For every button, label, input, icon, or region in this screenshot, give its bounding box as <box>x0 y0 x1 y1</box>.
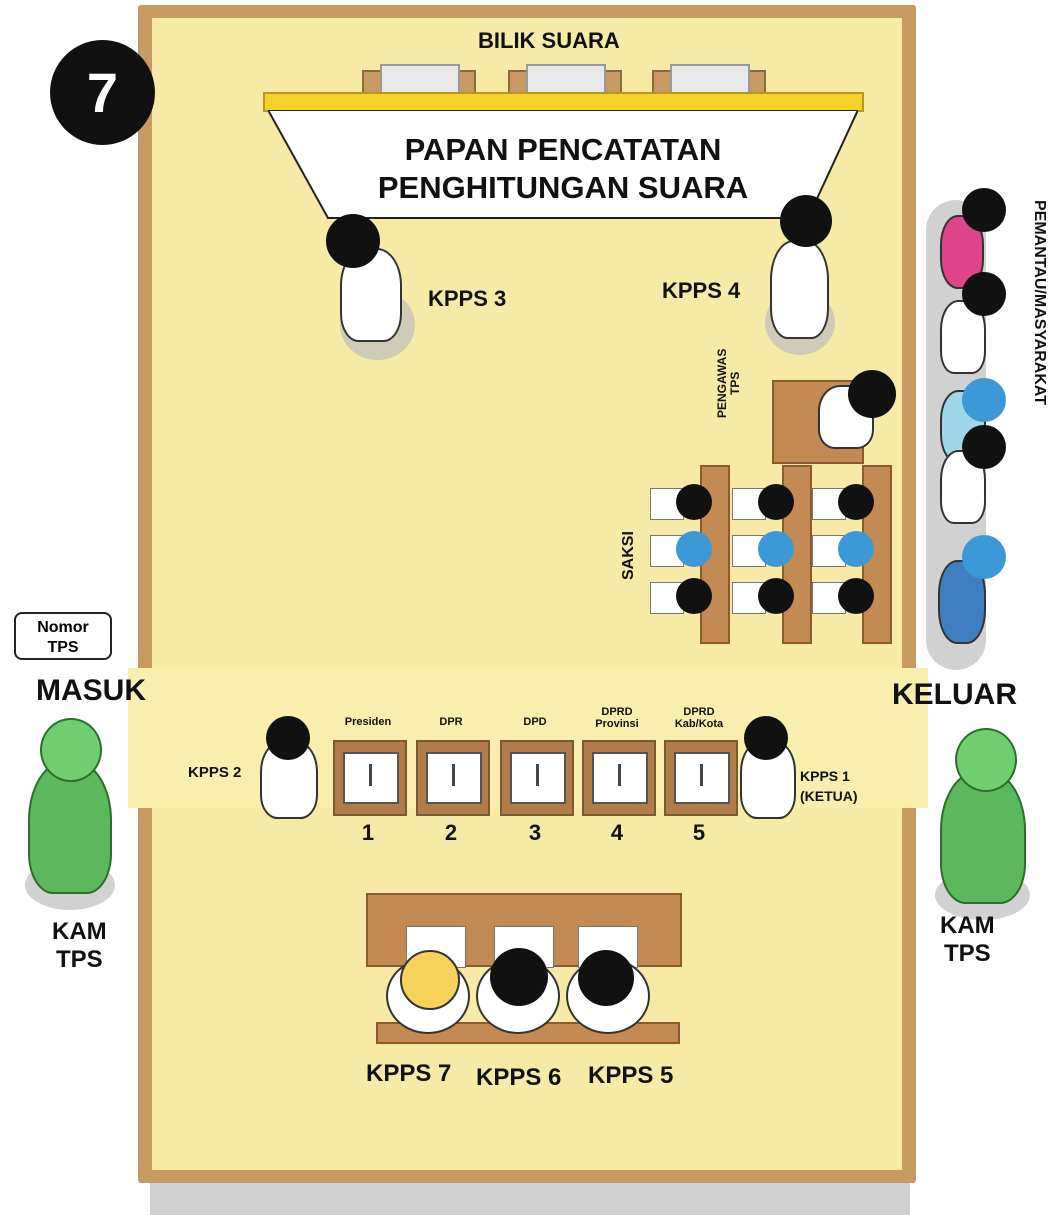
nomor-tps-line1: Nomor <box>16 618 110 638</box>
ballot-box-label-line1: DPRD <box>574 706 660 718</box>
ballot-box-label-line1: DPD <box>492 716 578 728</box>
kpps1-head <box>744 716 788 760</box>
kam-tps-right-label: KAM TPS <box>940 912 995 968</box>
kpps2-head <box>266 716 310 760</box>
ballot-box <box>500 740 574 816</box>
nomor-tps-line2: TPS <box>16 638 110 658</box>
saksi-head <box>676 578 712 614</box>
observer-head <box>962 272 1006 316</box>
board-title-line1: PAPAN PENCATATAN <box>268 132 858 168</box>
kam-left-line1: KAM <box>52 918 107 946</box>
saksi-head <box>758 578 794 614</box>
observer-head <box>962 425 1006 469</box>
step-badge: 7 <box>50 40 155 145</box>
observer-head <box>962 188 1006 232</box>
pengawas-label-line2: TPS <box>729 349 742 418</box>
board-title-line2: PENGHITUNGAN SUARA <box>268 170 858 206</box>
kpps6-label: KPPS 6 <box>476 1064 561 1092</box>
nomor-tps-sign: Nomor TPS <box>14 612 112 660</box>
ballot-box-number: 2 <box>416 820 486 846</box>
kpps1-label-line1: KPPS 1 <box>800 766 858 786</box>
ballot-box <box>582 740 656 816</box>
ballot-box-label-line2: Provinsi <box>574 718 660 730</box>
ballot-box-label-line1: Presiden <box>325 716 411 728</box>
ballot-box-number: 1 <box>333 820 403 846</box>
kpps6-head <box>490 948 548 1006</box>
kpps4-label: KPPS 4 <box>662 278 740 304</box>
observer-head <box>962 535 1006 579</box>
board-top-bar <box>263 92 864 112</box>
kam-tps-left-label: KAM TPS <box>52 918 107 974</box>
kpps5-head <box>578 950 634 1006</box>
kam-tps-right-head <box>955 728 1017 792</box>
ballot-box-label-line1: DPRD <box>656 706 742 718</box>
kpps2-label: KPPS 2 <box>188 764 241 781</box>
ballot-box <box>416 740 490 816</box>
ballot-box-number: 4 <box>582 820 652 846</box>
kpps4-head <box>780 195 832 247</box>
kam-right-line1: KAM <box>940 912 995 940</box>
kpps3-label: KPPS 3 <box>428 286 506 312</box>
room-shadow <box>150 1180 910 1215</box>
saksi-head <box>838 578 874 614</box>
pengawas-head <box>848 370 896 418</box>
saksi-head <box>758 484 794 520</box>
pemantau-label: PEMANTAU/MASYARAKAT <box>1030 200 1048 405</box>
saksi-head <box>758 531 794 567</box>
saksi-label: SAKSI <box>620 531 638 580</box>
pengawas-label: PENGAWAS TPS <box>716 349 742 418</box>
keluar-label: KELUAR <box>892 678 1017 712</box>
saksi-head <box>676 531 712 567</box>
ballot-box-number: 5 <box>664 820 734 846</box>
saksi-head <box>838 531 874 567</box>
kpps1-label-line2: (KETUA) <box>800 786 858 806</box>
ballot-box-label: DPR <box>408 716 494 728</box>
kam-left-line2: TPS <box>52 946 107 974</box>
observer-head <box>962 378 1006 422</box>
kpps7-head <box>400 950 460 1010</box>
masuk-label: MASUK <box>36 674 146 708</box>
kam-right-line2: TPS <box>940 940 995 968</box>
ballot-box <box>333 740 407 816</box>
saksi-head <box>676 484 712 520</box>
ballot-box-label: Presiden <box>325 716 411 728</box>
kpps4-figure <box>770 240 829 339</box>
bilik-suara-label: BILIK SUARA <box>478 28 620 54</box>
kpps5-label: KPPS 5 <box>588 1062 673 1090</box>
ballot-box-label-line1: DPR <box>408 716 494 728</box>
ballot-box <box>664 740 738 816</box>
kpps1-label: KPPS 1 (KETUA) <box>800 766 858 806</box>
kpps3-head <box>326 214 380 268</box>
ballot-box-label-line2: Kab/Kota <box>656 718 742 730</box>
ballot-box-label: DPD <box>492 716 578 728</box>
ballot-box-number: 3 <box>500 820 570 846</box>
saksi-head <box>838 484 874 520</box>
kpps7-label: KPPS 7 <box>366 1060 451 1088</box>
kam-tps-left-head <box>40 718 102 782</box>
